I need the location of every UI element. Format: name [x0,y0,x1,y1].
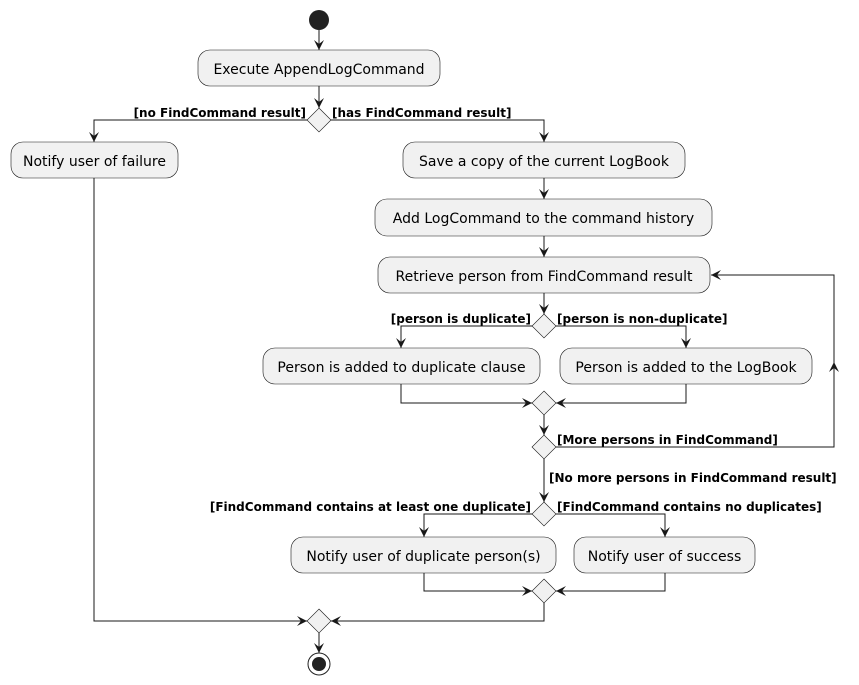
action-label: Notify user of success [588,549,742,565]
action-add-history: Add LogCommand to the command history [374,198,713,237]
end-node [307,652,331,676]
action-label: Notify user of duplicate person(s) [306,549,540,565]
action-label: Save a copy of the current LogBook [419,154,670,170]
action-added-logbook: Person is added to the LogBook [559,347,813,385]
merge-final [306,608,332,634]
action-execute-append-log: Execute AppendLogCommand [197,49,441,87]
action-label: Retrieve person from FindCommand result [396,269,693,285]
action-save-copy: Save a copy of the current LogBook [402,141,686,179]
guard-non-duplicate: [person is non-duplicate] [557,312,728,326]
action-retrieve-person: Retrieve person from FindCommand result [377,256,711,294]
decision-find-result [306,107,332,133]
action-label: Execute AppendLogCommand [213,62,424,78]
action-notify-success: Notify user of success [573,536,756,574]
merge-notify [531,578,557,604]
merge-person [531,390,557,416]
action-label: Notify user of failure [23,154,166,170]
guard-has-result: [has FindCommand result] [332,106,511,120]
action-duplicate-clause: Person is added to duplicate clause [262,347,541,385]
decision-contains-duplicate [531,501,557,527]
action-notify-duplicate: Notify user of duplicate person(s) [290,536,557,574]
decision-more-persons [531,434,557,460]
edges [89,30,839,653]
guard-no-duplicates: [FindCommand contains no duplicates] [557,500,822,514]
guard-is-duplicate: [person is duplicate] [391,312,531,326]
guard-no-result: [no FindCommand result] [134,106,306,120]
action-notify-failure: Notify user of failure [10,141,179,179]
guard-no-more-persons: [No more persons in FindCommand result] [549,471,837,485]
action-label: Person is added to the LogBook [575,360,797,376]
action-label: Person is added to duplicate clause [277,360,525,376]
start-node [309,10,329,30]
guard-contains-duplicate: [FindCommand contains at least one dupli… [210,500,531,514]
action-label: Add LogCommand to the command history [393,211,694,227]
guard-more-persons: [More persons in FindCommand] [557,433,778,447]
decision-person-duplicate [531,313,557,339]
